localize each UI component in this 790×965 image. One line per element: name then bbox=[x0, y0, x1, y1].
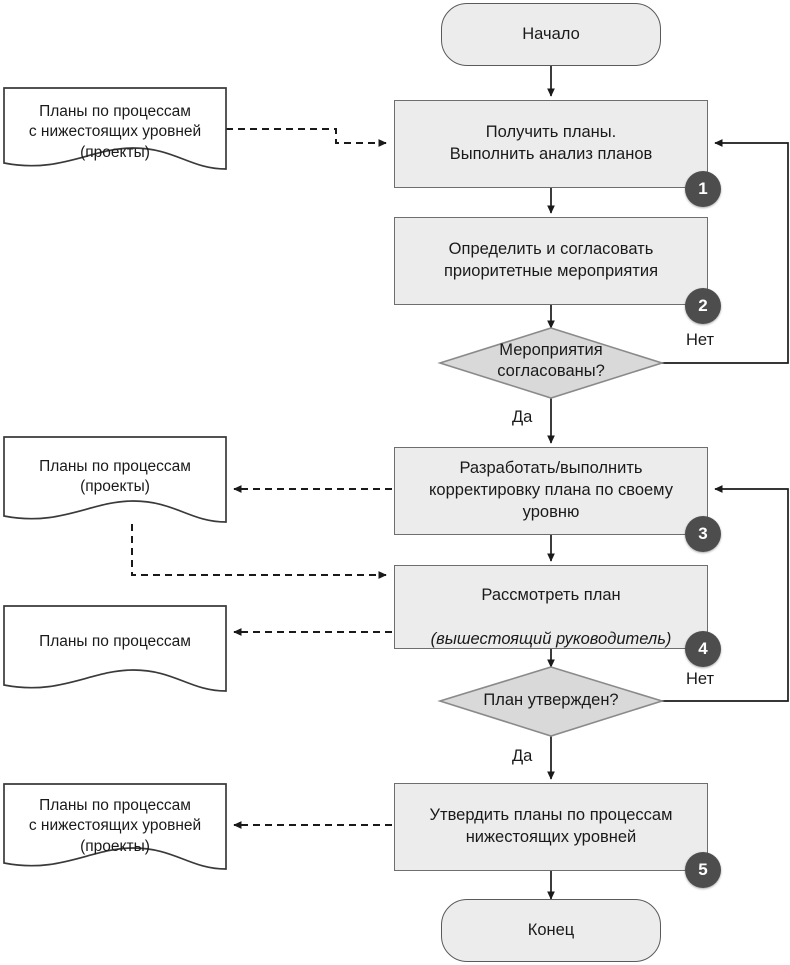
doc4-shape bbox=[3, 783, 227, 870]
badge-step5: 5 bbox=[685, 852, 721, 888]
node-step2-label: Определить и согласовать приоритетные ме… bbox=[443, 240, 659, 280]
badge-step4-number: 4 bbox=[698, 639, 708, 658]
decision1-shape bbox=[437, 327, 665, 399]
badge-step2: 2 bbox=[685, 288, 721, 324]
node-end-label: Конец bbox=[527, 920, 575, 939]
document-shapes bbox=[3, 87, 227, 870]
node-start[interactable]: Начало bbox=[441, 3, 661, 66]
node-step4[interactable]: Рассмотреть план (вышестоящий руководите… bbox=[394, 565, 708, 649]
decision-shapes bbox=[437, 327, 665, 737]
document-doc4-label: Планы по процессам с нижестоящих уровней… bbox=[28, 797, 202, 855]
node-step4-label-line1: Рассмотреть план bbox=[481, 586, 621, 605]
node-decision1-label: Мероприятия согласованы? bbox=[497, 341, 605, 381]
edge-doc2-to-step4 bbox=[131, 524, 387, 579]
document-doc2[interactable]: Планы по процессам (проекты) bbox=[4, 437, 226, 522]
node-step1[interactable]: Получить планы. Выполнить анализ планов bbox=[394, 100, 708, 188]
node-decision2[interactable]: План утвержден? bbox=[440, 667, 662, 736]
node-end[interactable]: Конец bbox=[441, 899, 661, 962]
edge-label-decision2-no: Нет bbox=[686, 670, 715, 688]
document-doc3[interactable]: Планы по процессам bbox=[4, 606, 226, 691]
edge-doc1-to-step1 bbox=[226, 128, 387, 147]
node-step5-label: Утвердить планы по процессам нижестоящих… bbox=[429, 806, 673, 846]
node-step4-text: Рассмотреть план (вышестоящий руководите… bbox=[421, 563, 682, 650]
node-start-label: Начало bbox=[522, 24, 580, 43]
badge-step3-number: 3 bbox=[698, 524, 708, 543]
edge-decision1-no-loop-to-step1 bbox=[662, 139, 789, 364]
document-doc1-label: Планы по процессам с нижестоящих уровней… bbox=[28, 103, 202, 161]
decision2-shape bbox=[437, 666, 665, 737]
doc3-shape bbox=[3, 605, 227, 692]
node-decision1[interactable]: Мероприятия согласованы? bbox=[440, 328, 662, 398]
node-step4-label-line2: (вышестоящий руководитель) bbox=[430, 629, 672, 648]
edge-label-decision2-yes: Да bbox=[512, 747, 533, 765]
node-step2[interactable]: Определить и согласовать приоритетные ме… bbox=[394, 217, 708, 305]
edge-label-decision1-yes: Да bbox=[512, 408, 533, 426]
doc1-shape bbox=[3, 87, 227, 170]
badge-step1: 1 bbox=[685, 171, 721, 207]
edge-decision2-no-loop-to-step3 bbox=[662, 485, 789, 702]
doc2-shape bbox=[3, 436, 227, 523]
badge-step5-number: 5 bbox=[698, 860, 708, 879]
document-doc1[interactable]: Планы по процессам с нижестоящих уровней… bbox=[4, 88, 226, 169]
edge-label-decision1-no: Нет bbox=[686, 331, 715, 349]
node-step3[interactable]: Разработать/выполнить корректировку план… bbox=[394, 447, 708, 535]
node-step1-label: Получить планы. Выполнить анализ планов bbox=[449, 123, 653, 163]
node-step3-label: Разработать/выполнить корректировку план… bbox=[429, 459, 673, 521]
document-doc4[interactable]: Планы по процессам с нижестоящих уровней… bbox=[4, 784, 226, 869]
badge-step3: 3 bbox=[685, 516, 721, 552]
badge-step4: 4 bbox=[685, 631, 721, 667]
badge-step1-number: 1 bbox=[698, 179, 708, 198]
document-doc3-label: Планы по процессам bbox=[39, 633, 191, 650]
node-decision2-label: План утвержден? bbox=[483, 691, 619, 709]
badge-step2-number: 2 bbox=[698, 296, 708, 315]
document-doc2-label: Планы по процессам (проекты) bbox=[39, 458, 191, 496]
node-step5[interactable]: Утвердить планы по процессам нижестоящих… bbox=[394, 783, 708, 871]
